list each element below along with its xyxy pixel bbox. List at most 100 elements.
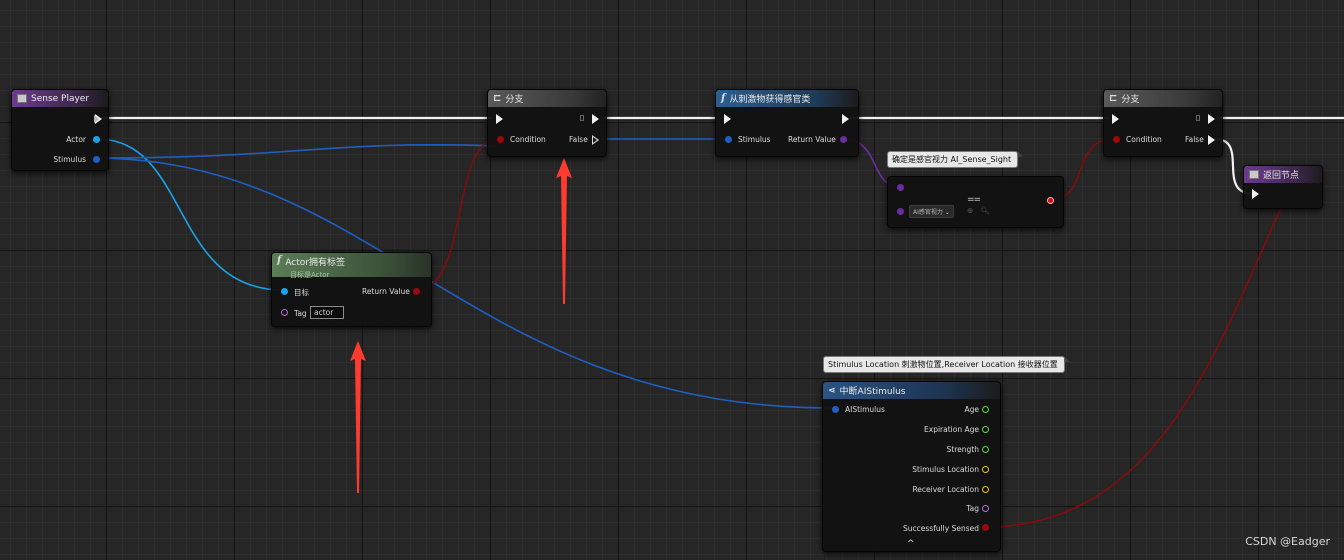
sense-class-dropdown[interactable]: AI感官视力 ⌄ (909, 205, 954, 218)
target-label: 目标 (294, 288, 309, 297)
expiration-age-out-pin[interactable] (982, 426, 989, 433)
search-icon[interactable]: 🔍︎ (980, 206, 990, 215)
watermark: CSDN @Eadger (1245, 535, 1330, 548)
sense-player-header[interactable]: Sense Player (12, 90, 108, 107)
return-node-header[interactable]: 返回节点 (1244, 166, 1322, 183)
false-exec-out-pin[interactable] (1208, 135, 1215, 145)
return-icon (1249, 170, 1259, 179)
ai-stimulus-in-label: AIStimulus (845, 405, 885, 414)
true-exec-glyph: ▯ (1196, 113, 1201, 122)
output-label-tag: Tag (966, 504, 979, 513)
comment-stimulus-location[interactable]: Stimulus Location 刺激物位置,Receiver Locatio… (823, 355, 1070, 373)
strength-out-pin[interactable] (982, 446, 989, 453)
comment-sense-sight-text: 确定是感官视力 AI_Sense_Sight (892, 155, 1012, 164)
event-icon (17, 94, 27, 103)
actor-has-tag-title: Actor拥有标签 (285, 258, 345, 268)
true-exec-glyph: ▯ (580, 113, 585, 122)
comment-stimulus-location-text: Stimulus Location 刺激物位置,Receiver Locatio… (828, 360, 1058, 369)
stimulus-location-out-pin[interactable] (982, 466, 989, 473)
exec-in-pin[interactable] (724, 114, 731, 124)
return-value-pin[interactable] (840, 136, 847, 143)
bool-out-pin[interactable] (1047, 197, 1054, 204)
equal-enum-node[interactable]: AI感官视力 ⌄ == ⊕ 🔍︎ (887, 176, 1064, 228)
branch-node-2[interactable]: ⊏ 分支 ▯ Condition False (1103, 89, 1223, 157)
return-value-label: Return Value (362, 287, 410, 296)
stimulus-pin-label: Stimulus (53, 155, 86, 164)
equal-symbol: == (967, 195, 981, 205)
ai-stimulus-in-pin[interactable] (832, 406, 839, 413)
actor-wire (96, 138, 284, 291)
true-exec-out-pin[interactable] (592, 114, 599, 124)
receiver-location-out-pin[interactable] (982, 486, 989, 493)
function-icon: f (721, 93, 726, 104)
get-sense-class-header[interactable]: f 从刺激物获得感官类 (716, 90, 858, 107)
enum-b-pin[interactable] (897, 208, 904, 215)
branch-1-header[interactable]: ⊏ 分支 (488, 90, 606, 107)
sense-player-node[interactable]: Sense Player Actor Stimulus (11, 89, 109, 171)
break-ai-stimulus-title: 中断AIStimulus (839, 387, 906, 397)
output-label-receiver-location: Receiver Location (912, 485, 979, 494)
add-pin-icon[interactable]: ⊕ (967, 206, 974, 215)
successfully-sensed-out-pin[interactable] (982, 524, 989, 531)
actor-pin[interactable] (93, 136, 100, 143)
exec-out-pin[interactable] (94, 114, 102, 124)
branch-2-title: 分支 (1121, 95, 1140, 105)
condition-pin[interactable] (497, 136, 504, 143)
tag-input[interactable]: actor (310, 306, 344, 319)
return-value-label: Return Value (788, 135, 836, 144)
output-label-age: Age (964, 405, 979, 414)
chevron-down-icon: ⌄ (944, 209, 950, 216)
stimulus-wire (96, 143, 499, 159)
enum-a-pin[interactable] (897, 184, 904, 191)
stimulus-in-pin[interactable] (725, 136, 732, 143)
false-exec-out-pin[interactable] (592, 135, 599, 145)
stimulus-in-label: Stimulus (738, 135, 771, 144)
break-ai-stimulus-header[interactable]: ⋖ 中断AIStimulus (823, 382, 1000, 399)
condition-label: Condition (510, 135, 546, 144)
output-label-successfully-sensed: Successfully Sensed (903, 524, 979, 533)
branch-2-header[interactable]: ⊏ 分支 (1104, 90, 1222, 107)
actor-pin-label: Actor (66, 135, 86, 144)
actor-has-tag-node[interactable]: f Actor拥有标签 目标是Actor 目标 Return Value Tag… (271, 252, 432, 327)
tag-out-pin[interactable] (982, 505, 989, 512)
output-label-strength: Strength (946, 445, 979, 454)
annotation-arrow-condition (556, 158, 572, 304)
exec-in-pin[interactable] (496, 114, 503, 124)
stimulus-wire (96, 157, 834, 409)
output-label-expiration-age: Expiration Age (924, 425, 979, 434)
return-node[interactable]: 返回节点 (1243, 165, 1323, 209)
target-pin[interactable] (281, 288, 288, 295)
comment-sense-sight[interactable]: 确定是感官视力 AI_Sense_Sight ◣ (887, 150, 1023, 168)
get-sense-class-node[interactable]: f 从刺激物获得感官类 Stimulus Return Value (715, 89, 859, 157)
sense-player-title: Sense Player (31, 93, 90, 104)
actor-has-tag-header[interactable]: f Actor拥有标签 (272, 253, 431, 277)
break-struct-icon: ⋖ (828, 385, 836, 396)
false-label: False (569, 135, 588, 144)
exec-out-pin[interactable] (842, 114, 849, 124)
sense-class-dropdown-value: AI感官视力 (913, 209, 943, 216)
branch-node-1[interactable]: ⊏ 分支 ▯ Condition False (487, 89, 607, 157)
exec-in-pin[interactable] (1252, 189, 1259, 199)
exec-in-pin[interactable] (1112, 114, 1119, 124)
condition-pin[interactable] (1113, 136, 1120, 143)
comment-collapse-icon[interactable]: ◣ (1017, 150, 1024, 158)
tag-label: Tag (294, 309, 307, 318)
get-sense-class-title: 从刺激物获得感官类 (729, 95, 811, 105)
return-node-title: 返回节点 (1263, 171, 1300, 181)
age-out-pin[interactable] (982, 406, 989, 413)
collapse-chevron-icon[interactable]: ^ (907, 539, 915, 549)
condition-label: Condition (1126, 135, 1162, 144)
return-value-pin[interactable] (413, 288, 420, 295)
branch-icon: ⊏ (1109, 93, 1118, 104)
actor-has-tag-subtitle: 目标是Actor (290, 271, 330, 279)
output-label-stimulus-location: Stimulus Location (912, 465, 979, 474)
branch-1-title: 分支 (505, 95, 524, 105)
annotation-arrow-tag (350, 341, 366, 493)
tag-pin[interactable] (281, 309, 288, 316)
comment-collapse-icon[interactable]: ◣ (1064, 355, 1070, 363)
break-ai-stimulus-node[interactable]: ⋖ 中断AIStimulus AIStimulus Age Expiration… (822, 381, 1001, 552)
stimulus-pin[interactable] (93, 156, 100, 163)
false-label: False (1185, 135, 1204, 144)
true-exec-out-pin[interactable] (1208, 114, 1215, 124)
